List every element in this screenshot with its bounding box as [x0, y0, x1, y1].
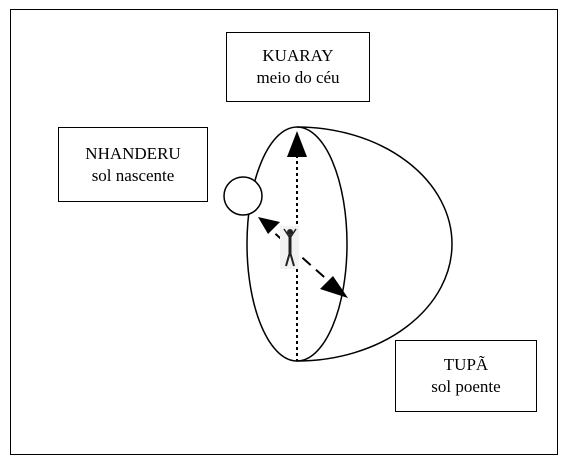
tupa-name: TUPÃ	[443, 355, 489, 374]
nhanderu-name: NHANDERU	[85, 143, 181, 163]
sun-path-line	[261, 221, 341, 292]
nhanderu-subtitle: sol nascente	[91, 165, 175, 185]
nhanderu-label-box: NHANDERU sol nascente	[58, 127, 208, 202]
kuaray-label-box: KUARAY meio do céu	[226, 32, 370, 102]
sunset-arrowhead	[320, 276, 348, 298]
zenith-arrowhead	[287, 131, 307, 157]
kuaray-name: KUARAY	[262, 46, 334, 65]
tupa-label-box: TUPÃ sol poente	[395, 340, 537, 412]
human-figure-icon	[280, 226, 299, 269]
tupa-subtitle: sol poente	[431, 377, 501, 396]
sun-icon	[223, 176, 263, 216]
hemisphere-outline	[296, 126, 453, 362]
kuaray-subtitle: meio do céu	[256, 68, 340, 87]
sunrise-arrowhead	[258, 217, 280, 234]
